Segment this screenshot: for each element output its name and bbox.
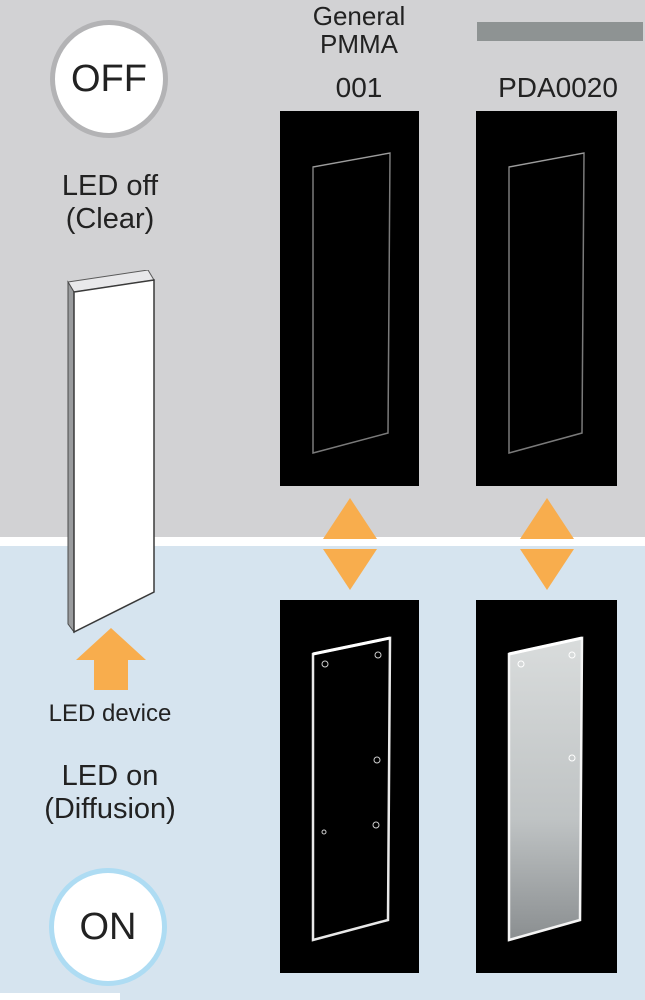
double-arrow-icon: [323, 498, 377, 590]
photo-pda-on: [476, 600, 617, 973]
column-header-bar: [477, 22, 643, 41]
photo-pda-off: [476, 111, 617, 486]
led-off-label: LED off (Clear): [61, 170, 159, 235]
led-on-label: LED on (Diffusion): [44, 760, 176, 825]
led-device-panel: [67, 270, 155, 634]
led-device-label: LED device: [48, 700, 172, 727]
photo-general-on: [280, 600, 419, 973]
column-header-general: General PMMA: [312, 1, 406, 59]
double-arrow-icon: [520, 498, 574, 590]
column-code-pda0020: PDA0020: [498, 72, 618, 103]
off-badge: OFF: [50, 20, 168, 138]
column-code-001: 001: [335, 72, 383, 103]
bottom-strip: [0, 993, 120, 1000]
up-arrow-icon: [76, 628, 146, 690]
on-badge: ON: [49, 868, 167, 986]
photo-general-off: [280, 111, 419, 486]
